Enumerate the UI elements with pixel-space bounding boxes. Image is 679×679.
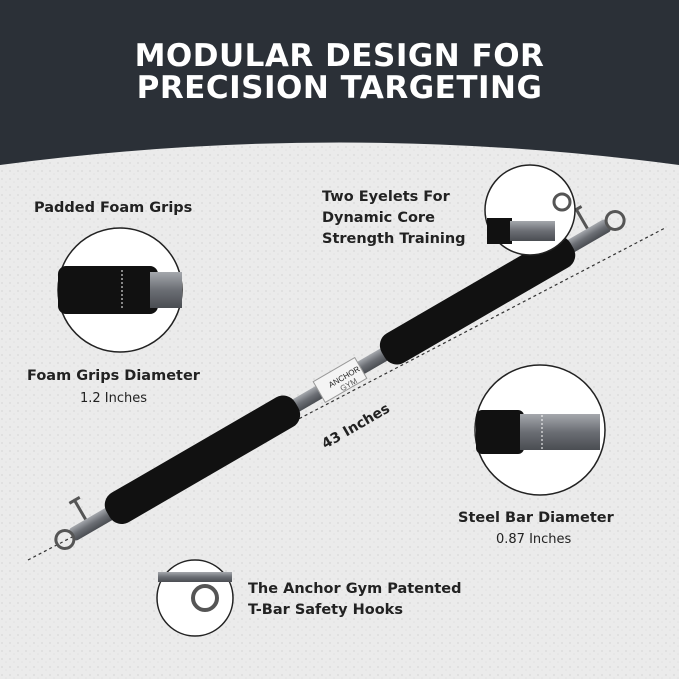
steel-diameter-value: 0.87 Inches bbox=[496, 532, 572, 547]
caption-line: T-Bar Safety Hooks bbox=[248, 602, 403, 618]
inset-steel-bar bbox=[474, 364, 606, 496]
grips-caption: Padded Foam Grips bbox=[34, 200, 193, 216]
header-title-line2: PRECISION TARGETING bbox=[136, 70, 543, 106]
foam-grip-left bbox=[104, 395, 301, 524]
eyelets-caption: Two Eyelets For Dynamic Core Strength Tr… bbox=[322, 187, 466, 250]
steel-diameter-label: Steel Bar Diameter bbox=[458, 510, 614, 526]
caption-line: The Anchor Gym Patented bbox=[248, 581, 462, 597]
inset-eyelets bbox=[484, 164, 576, 256]
caption-line: Strength Training bbox=[322, 231, 466, 247]
inset-safety-hook bbox=[156, 559, 234, 637]
grip-diameter-value: 1.2 Inches bbox=[80, 391, 148, 406]
brand-label bbox=[312, 356, 368, 404]
core-bar bbox=[54, 205, 626, 550]
caption-line: Two Eyelets For bbox=[322, 189, 450, 205]
grip-diameter-label: Foam Grips Diameter bbox=[27, 368, 200, 384]
header-background bbox=[0, 0, 679, 165]
header-title-line1: MODULAR DESIGN FOR bbox=[134, 38, 545, 74]
eyelet-left-icon bbox=[54, 528, 76, 550]
eyelet-right-icon bbox=[604, 210, 626, 232]
caption-line: Dynamic Core bbox=[322, 210, 435, 226]
inset-foam-grip bbox=[57, 227, 183, 353]
hooks-caption: The Anchor Gym Patented T-Bar Safety Hoo… bbox=[248, 579, 462, 621]
foam-grip-right bbox=[379, 236, 576, 365]
hook-left-icon bbox=[68, 496, 87, 521]
